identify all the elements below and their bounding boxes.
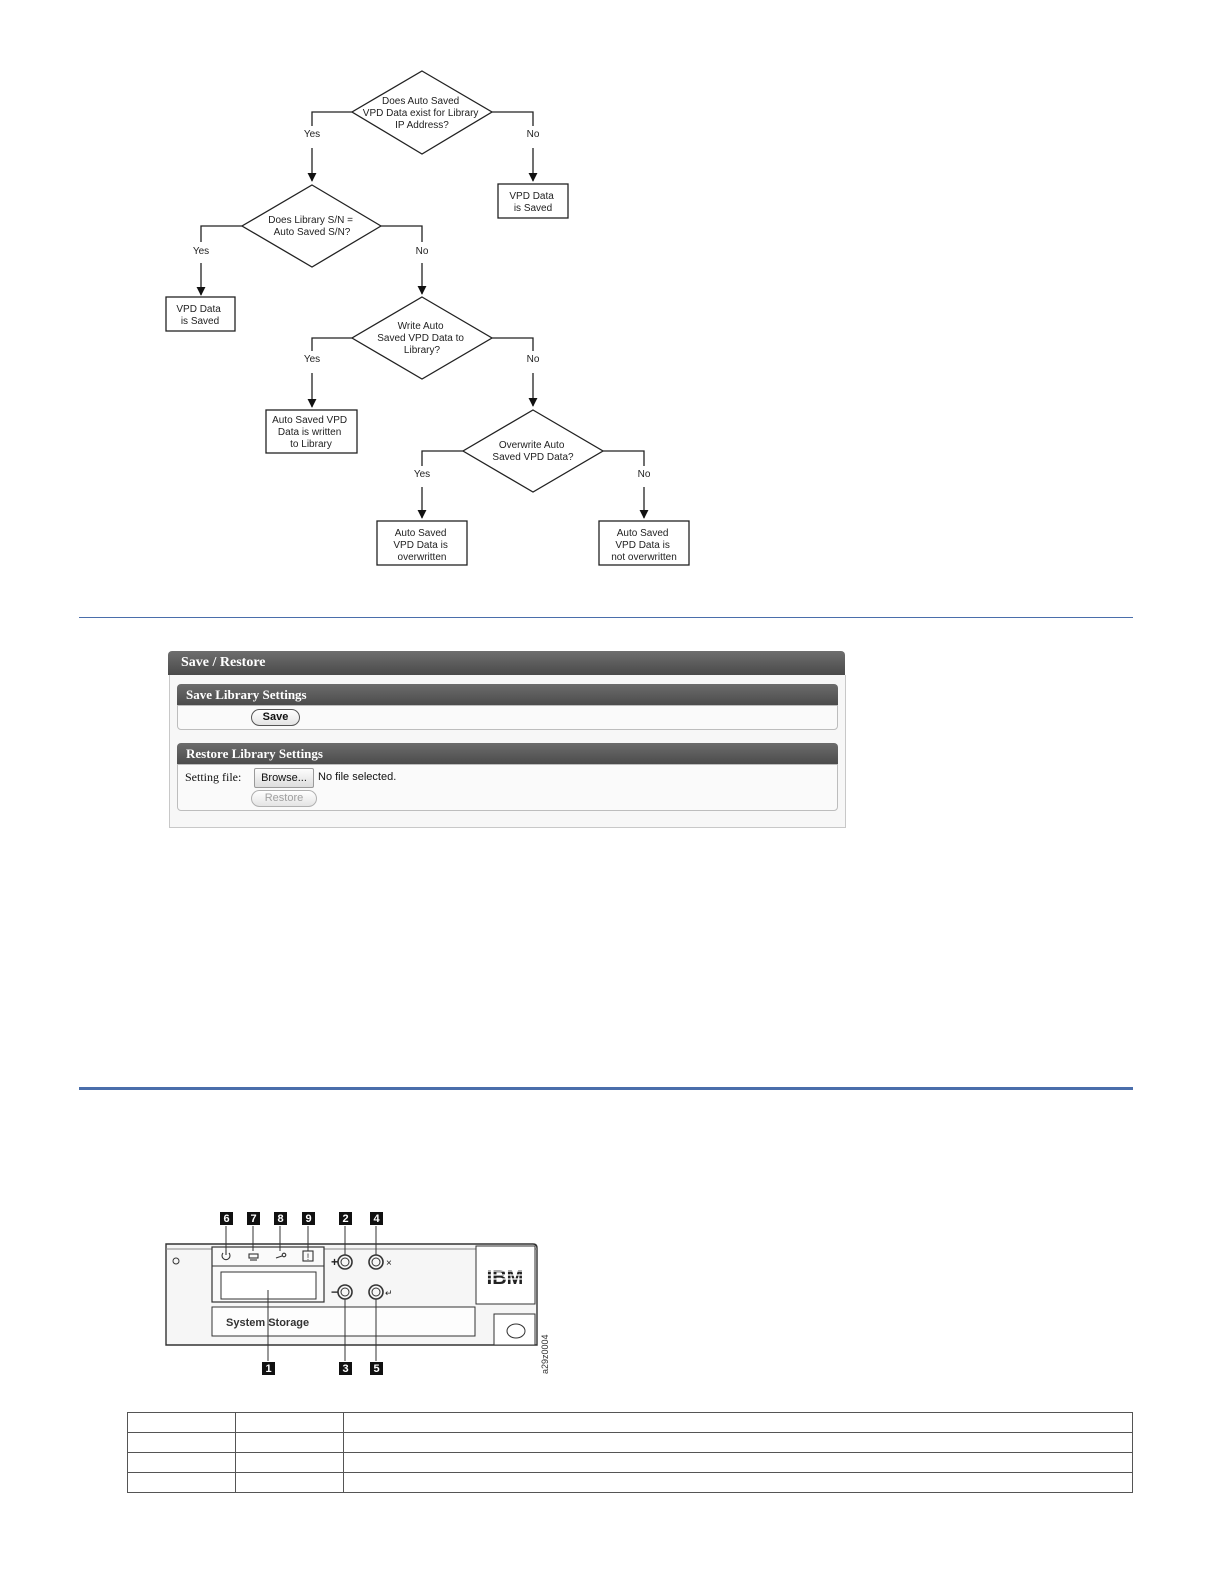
save-section-header: Save Library Settings [177, 684, 838, 705]
q2-yes-label: Yes [193, 246, 209, 257]
cancel-x-icon: × [386, 1258, 392, 1269]
table-cell [235, 1412, 344, 1433]
system-storage-label: System Storage [226, 1317, 309, 1329]
decision-write-to-library [350, 296, 494, 380]
svg-text:9: 9 [305, 1213, 311, 1225]
svg-text:8: 8 [277, 1213, 283, 1225]
svg-text:!: ! [307, 1252, 310, 1262]
callout-badge-3 [339, 1362, 352, 1375]
table-row [127, 1472, 1133, 1493]
restore-section-body: Setting file: Browse... No file selected… [177, 764, 838, 811]
table-cell [343, 1412, 1133, 1433]
save-restore-panel: Save / Restore Save Library Settings Sav… [168, 651, 846, 828]
decision-auto-saved-exists [350, 70, 494, 155]
q3-text: Write Auto Saved VPD Data to Library? [377, 321, 467, 356]
front-panel-figure: ! + − × ↵ IBM System Storage 6 7 8 9 2 4… [165, 1212, 550, 1375]
q4-text: Overwrite Auto Saved VPD Data? [492, 440, 574, 463]
clean-led-icon [275, 1252, 287, 1259]
table-row [127, 1452, 1133, 1473]
result-box-vpd-saved-1 [497, 183, 569, 219]
plus-symbol: + [331, 1255, 338, 1269]
drive-activity-icon [248, 1253, 259, 1261]
table-cell [235, 1472, 344, 1493]
table-cell [343, 1472, 1133, 1493]
svg-text:6: 6 [223, 1213, 229, 1225]
q1-yes-label: Yes [304, 129, 320, 140]
svg-text:3: 3 [342, 1363, 348, 1375]
result-box-vpd-saved-2 [165, 296, 236, 332]
callout-badge-2 [339, 1212, 352, 1225]
callout-badge-9 [302, 1212, 315, 1225]
enter-arrow-icon: ↵ [385, 1288, 393, 1298]
section-divider-2 [79, 1087, 1133, 1090]
q4-yes-label: Yes [414, 469, 430, 480]
callout-badge-1 [262, 1362, 275, 1375]
svg-text:5: 5 [373, 1363, 379, 1375]
label-strip [211, 1306, 476, 1337]
save-button[interactable]: Save [251, 709, 300, 726]
callout-badge-7 [247, 1212, 260, 1225]
no-file-text: No file selected. [318, 771, 397, 783]
ibm-logo-stripes [480, 1270, 532, 1280]
eject-slot [506, 1323, 526, 1339]
result-box-overwritten [376, 520, 468, 566]
r2-text: VPD Data is Saved [176, 304, 223, 327]
table-cell [127, 1412, 236, 1433]
attention-led-icon [302, 1250, 314, 1262]
table-cell [235, 1452, 344, 1473]
vpd-flowchart: Does Auto Saved VPD Data exist for Libra… [165, 70, 690, 566]
q1-text: Does Auto Saved VPD Data exist for Libra… [363, 96, 481, 131]
table-row [127, 1412, 1133, 1433]
decision-overwrite [461, 409, 605, 493]
reference-table [127, 1412, 1133, 1493]
q3-no-label: No [527, 354, 540, 365]
q2-text: Does Library S/N = Auto Saved S/N? [268, 215, 356, 238]
ibm-logo: IBM [487, 1267, 524, 1289]
r5-text: Auto Saved VPD Data is not overwritten [611, 528, 677, 563]
setting-file-label: Setting file: [185, 770, 242, 784]
ready-led-icon [221, 1252, 231, 1261]
callout-badge-8 [274, 1212, 287, 1225]
save-section-body: Save [177, 705, 838, 730]
svg-text:4: 4 [373, 1213, 380, 1225]
q4-no-label: No [638, 469, 651, 480]
svg-text:1: 1 [265, 1363, 271, 1375]
table-row [127, 1432, 1133, 1453]
restore-button[interactable]: Restore [251, 790, 317, 807]
r3-text: Auto Saved VPD Data is written to Librar… [272, 415, 350, 450]
callout-badge-6 [220, 1212, 233, 1225]
callout-badge-5 [370, 1362, 383, 1375]
svg-text:7: 7 [250, 1213, 256, 1225]
table-cell [343, 1452, 1133, 1473]
table-cell [235, 1432, 344, 1453]
table-cell [127, 1472, 236, 1493]
decision-serial-match [240, 184, 383, 268]
q2-no-label: No [416, 246, 429, 257]
svg-text:2: 2 [342, 1213, 348, 1225]
section-divider-1 [79, 617, 1133, 618]
table-cell [343, 1432, 1133, 1453]
chassis-screw [172, 1257, 180, 1265]
table-cell [127, 1452, 236, 1473]
eject-box [493, 1313, 536, 1346]
minus-symbol: − [331, 1285, 338, 1299]
result-box-not-overwritten [598, 520, 690, 566]
result-box-written-to-library [265, 409, 358, 454]
restore-section-header: Restore Library Settings [177, 743, 838, 764]
figure-id: a29z0004 [540, 1334, 550, 1374]
save-restore-title: Save / Restore [168, 651, 845, 675]
r4-text: Auto Saved VPD Data is overwritten [393, 528, 450, 563]
callout-badge-4 [370, 1212, 383, 1225]
browse-button[interactable]: Browse... [254, 768, 314, 788]
save-restore-body: Save Library Settings Save Restore Libra… [169, 675, 846, 828]
q3-yes-label: Yes [304, 354, 320, 365]
table-cell [127, 1432, 236, 1453]
r1-text: VPD Data is Saved [509, 191, 556, 214]
q1-no-label: No [527, 129, 540, 140]
